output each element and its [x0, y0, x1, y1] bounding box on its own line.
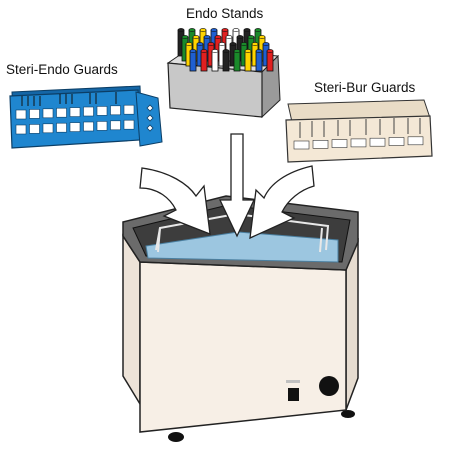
cleaner-front-panel — [140, 262, 346, 432]
endo-file-holder-cap — [241, 42, 247, 45]
endo-file-holder-cap — [255, 28, 261, 31]
endo-file-holder-cap — [197, 42, 203, 45]
label-endo-stands: Endo Stands — [186, 6, 263, 21]
endo-file-holder — [190, 51, 196, 71]
steri-bur-guard-slot — [313, 140, 328, 148]
steri-endo-guard-slot — [70, 108, 80, 117]
cleaner-foot — [341, 410, 355, 418]
steri-bur-guard-slot — [389, 138, 404, 146]
steri-endo-guard-slot — [84, 107, 94, 116]
steri-endo-guard-slot — [57, 108, 67, 117]
endo-file-holder-cap — [222, 28, 228, 31]
label-steri-bur-guards: Steri-Bur Guards — [314, 80, 415, 95]
steri-bur-guard — [286, 100, 432, 162]
endo-file-holder-cap — [219, 42, 225, 45]
endo-file-holder-cap — [186, 42, 192, 45]
endo-file-holder-cap — [259, 35, 265, 38]
ultrasonic-cleaner — [123, 196, 358, 442]
endo-file-holder-cap — [201, 49, 207, 52]
endo-file-holder — [256, 51, 262, 71]
steri-endo-guard-slot — [111, 106, 121, 115]
steri-endo-guard-slot — [43, 109, 53, 118]
steri-bur-guard-slot — [408, 137, 423, 145]
steri-endo-guard-front — [10, 90, 140, 148]
endo-file-holder-cap — [226, 35, 232, 38]
endo-file-holder-cap — [230, 42, 236, 45]
steri-bur-guard-slot — [351, 139, 366, 147]
endo-file-holder — [245, 51, 251, 71]
endo-file-holder-cap — [267, 49, 273, 52]
steri-endo-guard-slot — [124, 120, 134, 129]
label-steri-endo-guards: Steri-Endo Guards — [6, 62, 118, 77]
endo-file-holder-cap — [189, 28, 195, 31]
endo-file-holder-cap — [204, 35, 210, 38]
steri-bur-guard-slot — [370, 138, 385, 146]
endo-file-holder-cap — [245, 49, 251, 52]
endo-file-holder-cap — [234, 49, 240, 52]
steri-endo-guard-slot — [124, 105, 134, 114]
endo-file-holder-cap — [256, 49, 262, 52]
steri-endo-guard-slot — [97, 106, 107, 115]
endo-file-holder-cap — [263, 42, 269, 45]
endo-file-holder-cap — [190, 49, 196, 52]
endo-stand-pins — [178, 28, 273, 71]
endo-file-holder-cap — [248, 35, 254, 38]
steri-endo-guard-notches — [147, 105, 153, 131]
timer-knob[interactable] — [319, 376, 339, 396]
endo-file-holder-cap — [212, 49, 218, 52]
indicator-light — [286, 380, 300, 383]
endo-file-holder — [223, 51, 229, 71]
steri-endo-guard-slot — [30, 124, 40, 133]
endo-file-holder — [267, 51, 273, 71]
steri-endo-guard-slot — [97, 121, 107, 130]
endo-file-holder-cap — [244, 28, 250, 31]
endo-file-holder-cap — [208, 42, 214, 45]
steri-endo-guard-slot — [84, 122, 94, 131]
endo-stand — [168, 28, 280, 117]
endo-file-holder-cap — [193, 35, 199, 38]
endo-file-holder-cap — [178, 28, 184, 31]
steri-endo-guard-slot — [43, 124, 53, 133]
endo-file-holder — [234, 51, 240, 71]
steri-bur-guard-slot — [332, 140, 347, 148]
steri-endo-guard — [10, 86, 162, 148]
steri-endo-guard-slot — [70, 123, 80, 132]
steri-endo-guard-slot — [16, 110, 26, 119]
endo-file-holder-cap — [182, 35, 188, 38]
endo-file-holder-cap — [211, 28, 217, 31]
endo-file-holder — [201, 51, 207, 71]
endo-file-holder-cap — [252, 42, 258, 45]
steri-bur-guard-slot — [294, 141, 309, 149]
endo-file-holder-cap — [237, 35, 243, 38]
endo-file-holder-cap — [233, 28, 239, 31]
endo-file-holder — [212, 51, 218, 71]
cleaner-foot — [168, 432, 184, 442]
power-switch[interactable] — [288, 388, 299, 401]
steri-endo-guard-slot — [30, 109, 40, 118]
steri-endo-guard-slot — [111, 121, 121, 130]
endo-file-holder-cap — [200, 28, 206, 31]
endo-file-holder-cap — [223, 49, 229, 52]
steri-endo-guard-slot — [57, 123, 67, 132]
endo-file-holder-cap — [215, 35, 221, 38]
cleaner-left-panel — [123, 236, 140, 404]
steri-endo-guard-slot — [16, 125, 26, 134]
